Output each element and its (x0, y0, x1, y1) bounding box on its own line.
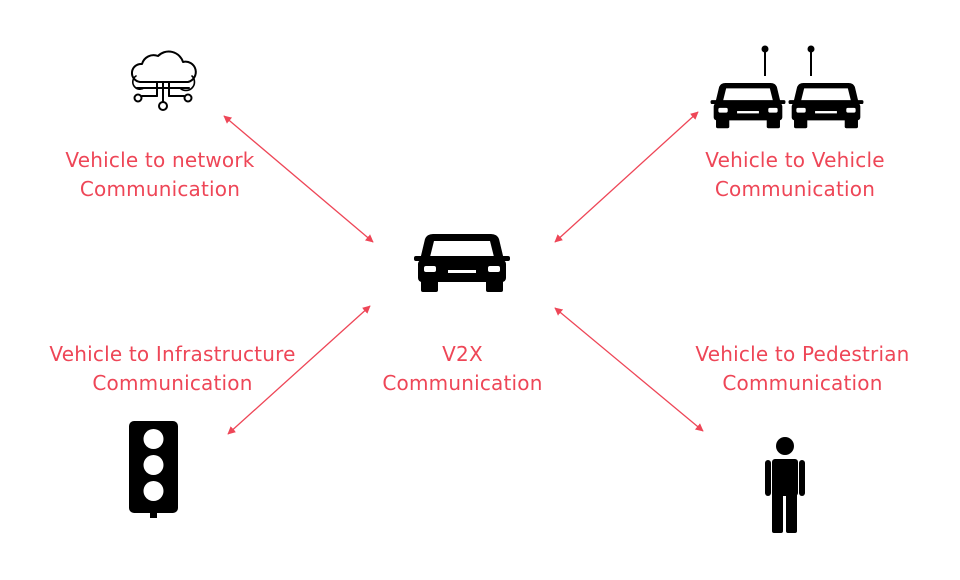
label-vehicle-to-pedestrian: Vehicle to Pedestrian Communication (660, 340, 945, 398)
traffic-light-icon (129, 421, 178, 518)
arrow-v2i (227, 305, 371, 435)
label-v2x-line1: V2X (442, 342, 483, 366)
label-v2i-line2: Communication (92, 371, 253, 395)
arrow-v2p (554, 307, 704, 432)
arrow-v2v (554, 111, 699, 243)
label-v2n-line2: Communication (79, 177, 241, 201)
label-v2x-communication: V2X Communication (355, 340, 570, 398)
cloud-network-icon (131, 50, 197, 111)
label-v2p-line1: Vehicle to Pedestrian (695, 342, 910, 366)
label-vehicle-to-network: Vehicle to network Communication (20, 146, 300, 204)
label-v2i-line1: Vehicle to Infrastructure (49, 342, 296, 366)
connected-cars-icon (710, 45, 864, 129)
label-v2v-line2: Communication (714, 177, 876, 201)
label-v2x-line2: Communication (382, 371, 543, 395)
arrow-v2n (223, 115, 374, 243)
pedestrian-icon (765, 437, 805, 533)
label-v2v-line1: Vehicle to Vehicle (705, 148, 885, 172)
car-icon (414, 234, 510, 292)
arrows (223, 111, 704, 435)
label-v2p-line2: Communication (722, 371, 883, 395)
label-v2n-line1: Vehicle to network (65, 148, 255, 172)
label-vehicle-to-infrastructure: Vehicle to Infrastructure Communication (30, 340, 315, 398)
label-vehicle-to-vehicle: Vehicle to Vehicle Communication (655, 146, 935, 204)
